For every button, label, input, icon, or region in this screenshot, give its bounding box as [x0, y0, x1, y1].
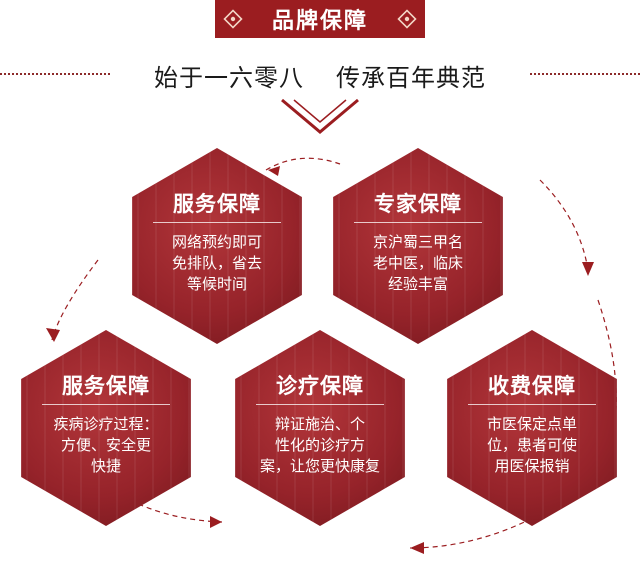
- hex-desc: 辩证施治、个 性化的诊疗方 案，让您更快康复: [259, 415, 380, 475]
- cycle-arc-left-top: [51, 259, 99, 341]
- ornament-left-icon: [223, 9, 243, 29]
- hex-divider: [354, 222, 482, 223]
- hex-title: 诊疗保障: [276, 374, 364, 398]
- cycle-arc-top: [265, 157, 341, 171]
- hex-divider: [468, 404, 596, 405]
- hex-desc: 京沪蜀三甲名 老中医，临床 经验丰富: [372, 233, 463, 293]
- slogan: 始于一六零八 传承百年典范: [0, 58, 640, 93]
- hex-desc: 疾病诊疗过程： 方便、安全更 快捷: [53, 415, 159, 475]
- arrow-bottom-right-icon: [410, 542, 424, 554]
- cycle-arc-right-top: [539, 179, 589, 271]
- chevron-down-inner-icon: [293, 99, 347, 123]
- ornament-right-icon: [397, 9, 417, 29]
- slogan-divider-right: [530, 73, 640, 75]
- hex-desc: 市医保定点单 位，患者可使 用医保报销: [486, 415, 577, 475]
- hex-title: 服务保障: [62, 374, 150, 398]
- arrow-bottom-left-icon: [210, 516, 222, 528]
- hex-title: 服务保障: [173, 192, 261, 216]
- slogan-right: 传承百年典范: [336, 64, 486, 92]
- slogan-divider-left: [0, 73, 110, 75]
- hex-divider: [256, 404, 384, 405]
- header-title: 品牌保障: [271, 9, 368, 34]
- cycle-arc-bottom-right: [409, 509, 549, 549]
- hex-title: 专家保障: [374, 192, 462, 216]
- slogan-left: 始于一六零八: [154, 64, 304, 92]
- arrow-left-top-icon: [46, 328, 60, 342]
- hex-title: 收费保障: [488, 374, 576, 398]
- hex-divider: [42, 404, 170, 405]
- hex-divider: [153, 222, 281, 223]
- hex-desc: 网络预约即可 免排队，省去 等候时间: [171, 233, 262, 293]
- header-badge: 品牌保障: [215, 0, 425, 38]
- arrow-right-top-icon: [582, 262, 594, 276]
- hex-service-booking: 服务保障 网络预约即可 免排队，省去 等候时间: [132, 148, 302, 344]
- arrow-top-icon: [268, 166, 280, 176]
- chevron-down-icon: [281, 98, 359, 134]
